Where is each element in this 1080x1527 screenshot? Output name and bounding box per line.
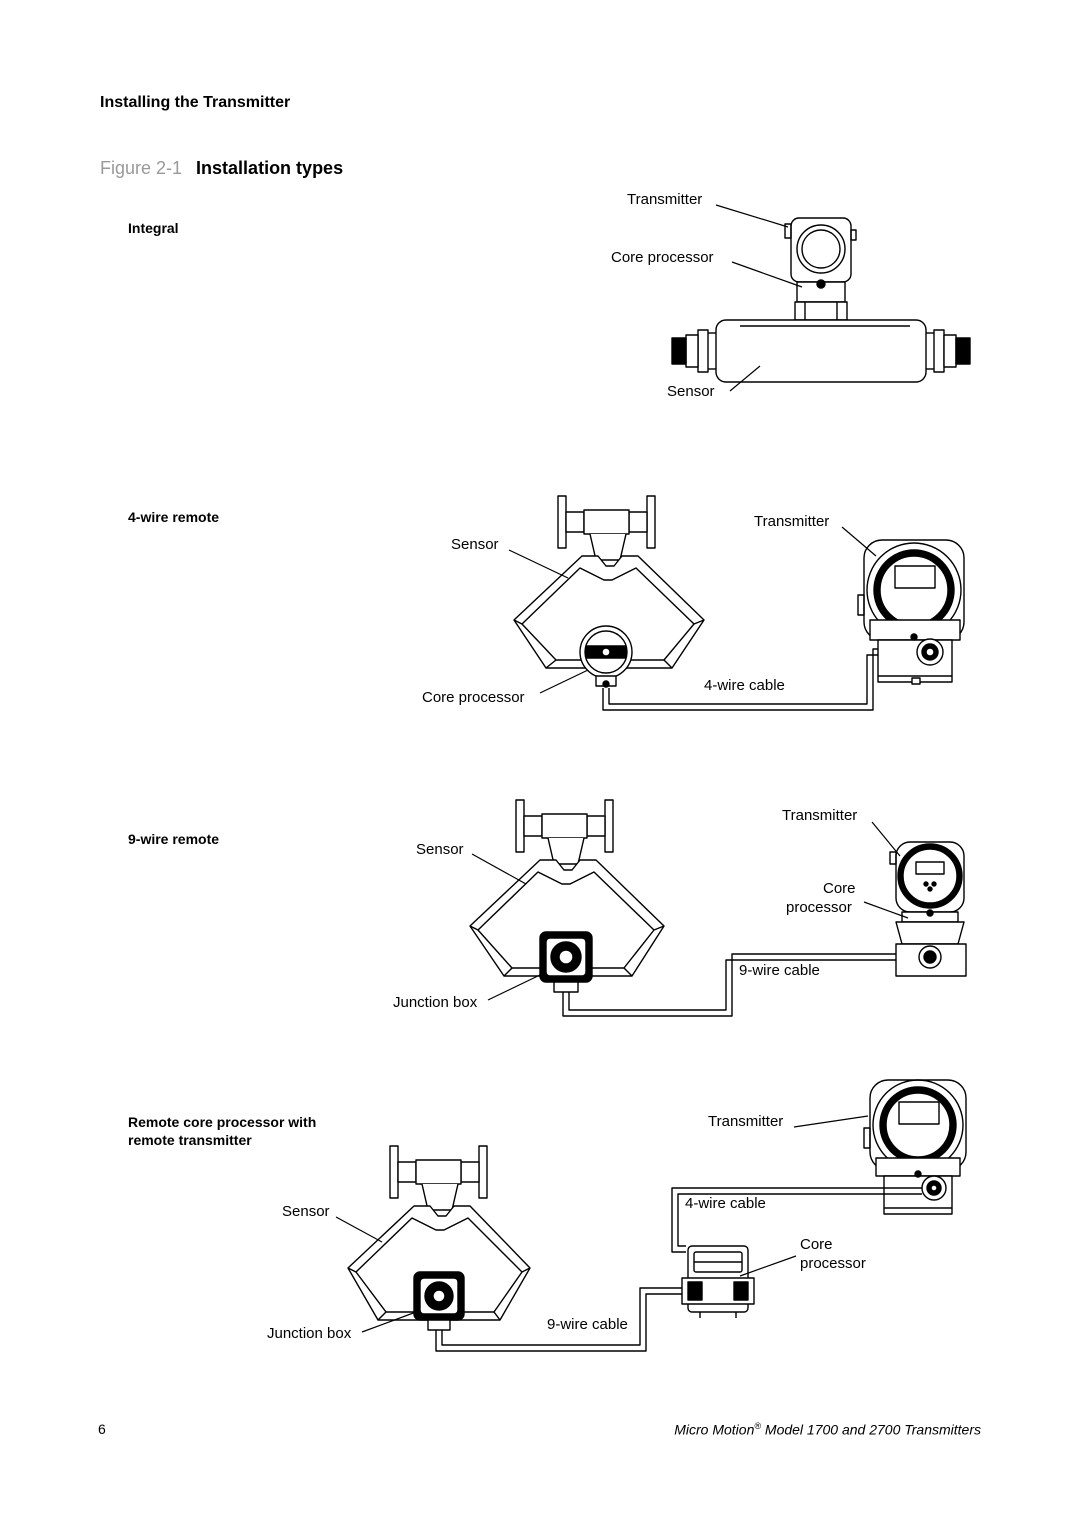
integral-sensor-drawing: [671, 319, 971, 383]
nine-wire-transmitter-drawing: [889, 841, 967, 977]
four-wire-sensor-label: Sensor: [451, 536, 499, 553]
remote-core-core-label-line2: processor: [800, 1255, 866, 1272]
four-wire-transmitter-label: Transmitter: [754, 513, 830, 530]
footer-title-rest: Model 1700 and 2700 Transmitters: [761, 1421, 981, 1438]
four-wire-core-processor-label: Core processor: [422, 689, 525, 706]
remote-core-9wire-cable-label: 9-wire cable: [547, 1316, 628, 1333]
remote-core-sensor-label: Sensor: [282, 1203, 330, 1220]
integral-sensor-label: Sensor: [667, 383, 715, 400]
figure-title: Figure 2-1 Installation types: [100, 158, 343, 179]
nine-wire-transmitter-label: Transmitter: [782, 807, 858, 824]
nine-wire-junction-box-drawing: [539, 931, 593, 993]
integral-heading: Integral: [128, 220, 179, 236]
nine-wire-assembly: [469, 799, 967, 1017]
nine-wire-cable-label: 9-wire cable: [739, 962, 820, 979]
nine-wire-core-label-line2: processor: [786, 899, 852, 916]
registered-mark: ®: [754, 1421, 762, 1431]
nine-wire-sensor-label: Sensor: [416, 841, 464, 858]
section-title: Installing the Transmitter: [100, 94, 291, 111]
four-wire-cable-label: 4-wire cable: [704, 677, 785, 694]
remote-core-sensor-drawing: [347, 1145, 531, 1321]
four-wire-transmitter-drawing: [857, 539, 965, 685]
remote-core-junction-box-drawing: [413, 1271, 465, 1331]
integral-transmitter-drawing: [784, 217, 857, 283]
remote-core-heading-line1: Remote core processor with: [128, 1114, 317, 1130]
integral-core-processor-drawing: [794, 279, 848, 321]
remote-core-heading-line2: remote transmitter: [128, 1132, 252, 1148]
page-number: 6: [98, 1421, 106, 1437]
four-wire-assembly: [508, 495, 965, 711]
remote-core-junction-box-label: Junction box: [267, 1325, 352, 1342]
remote-core-assembly: [335, 1079, 967, 1352]
nine-wire-core-label-line1: Core: [823, 880, 856, 897]
figure-caption: Installation types: [196, 158, 344, 178]
integral-transmitter-label: Transmitter: [627, 191, 703, 208]
footer-brand: Micro Motion: [674, 1421, 755, 1438]
integral-core-processor-label: Core processor: [611, 249, 714, 266]
four-wire-sensor-drawing: [513, 495, 705, 669]
figure-number: Figure 2-1: [100, 158, 183, 178]
remote-core-transmitter-drawing: [863, 1079, 967, 1215]
nine-wire-heading: 9-wire remote: [128, 831, 220, 847]
remote-core-core-label-line1: Core: [800, 1236, 833, 1253]
remote-core-4wire-cable-label: 4-wire cable: [685, 1195, 766, 1212]
integral-assembly: [671, 204, 971, 392]
four-wire-core-processor-drawing: [579, 625, 633, 688]
nine-wire-junction-box-label: Junction box: [393, 994, 478, 1011]
footer-document-title: Micro Motion® Model 1700 and 2700 Transm…: [674, 1421, 981, 1438]
four-wire-heading: 4-wire remote: [128, 509, 220, 525]
remote-core-transmitter-label: Transmitter: [708, 1113, 784, 1130]
remote-core-processor-drawing: [681, 1245, 755, 1318]
